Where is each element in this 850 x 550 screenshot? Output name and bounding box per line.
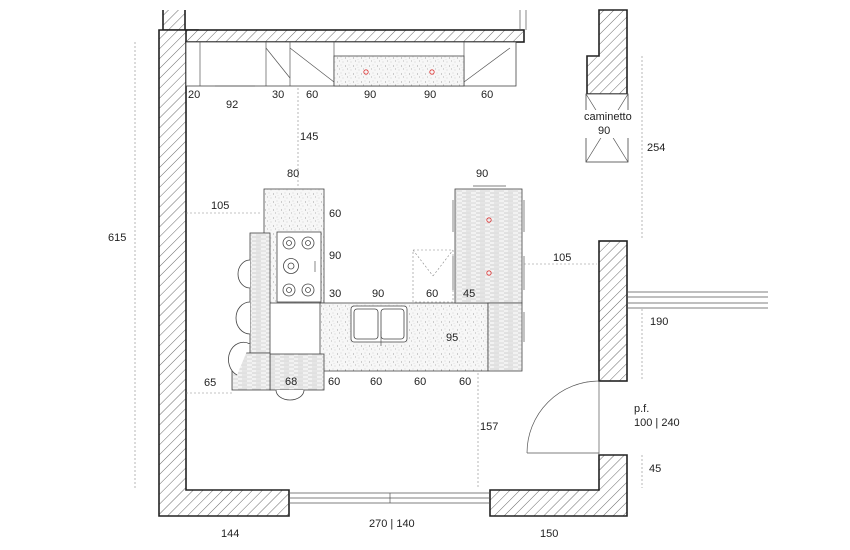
- dim-island-80: 80: [287, 168, 299, 180]
- dim-top-90a: 90: [364, 89, 376, 101]
- chimney-wall: [586, 9, 628, 95]
- bottom-window: [289, 492, 490, 504]
- dim-bottom-144: 144: [221, 528, 239, 540]
- dim-right-105: 105: [553, 252, 571, 264]
- dim-hob-90: 90: [329, 250, 341, 262]
- dim-right-45: 45: [649, 463, 661, 475]
- kitchen-island: [228, 185, 525, 401]
- dimension-labels: 20 92 30 60 90 90 60 145 80 105 60 90 30…: [108, 89, 680, 540]
- dim-top-60b: 60: [481, 89, 493, 101]
- dim-top-20: 20: [188, 89, 200, 101]
- dim-mid-45: 45: [463, 288, 475, 300]
- dim-top-90b: 90: [424, 89, 436, 101]
- dim-tall-90: 90: [476, 168, 488, 180]
- wall-top-stub: [162, 10, 186, 31]
- wall-bottom-right: [489, 454, 628, 517]
- dimension-guides: [134, 42, 643, 488]
- dim-sink-90: 90: [372, 288, 384, 300]
- dim-left-105: 105: [211, 200, 229, 212]
- fireplace: [583, 93, 631, 163]
- dim-height-615: 615: [108, 232, 126, 244]
- dim-top-60a: 60: [306, 89, 318, 101]
- dim-clear-157: 157: [480, 421, 498, 433]
- dim-bot-60b: 60: [370, 376, 382, 388]
- dim-bot-60d: 60: [459, 376, 471, 388]
- dim-right-190: 190: [650, 316, 668, 328]
- wall-top: [185, 29, 525, 43]
- dim-bot-60c: 60: [414, 376, 426, 388]
- label-caminetto: caminetto: [584, 111, 632, 123]
- walls: [158, 9, 628, 517]
- dim-depth-95: 95: [446, 332, 458, 344]
- dim-top-30: 30: [272, 89, 284, 101]
- dim-clear-145: 145: [300, 131, 318, 143]
- dim-bot-65: 65: [204, 377, 216, 389]
- hob-burners: [282, 236, 316, 297]
- dim-bot-60a: 60: [328, 376, 340, 388]
- dim-top-92: 92: [226, 99, 238, 111]
- dim-bottom-150: 150: [540, 528, 558, 540]
- dim-bottom-window: 270 | 140: [369, 518, 415, 530]
- dim-hob-30: 30: [329, 288, 341, 300]
- wall-cabinets: [185, 41, 517, 87]
- dim-hob-60: 60: [329, 208, 341, 220]
- dim-caminetto-90: 90: [598, 125, 610, 137]
- dim-bot-68: 68: [285, 376, 297, 388]
- dim-right-254: 254: [647, 142, 665, 154]
- dim-mid-60: 60: [426, 288, 438, 300]
- right-window: [627, 291, 768, 309]
- door: [526, 380, 600, 455]
- label-pf: p.f.: [634, 403, 649, 415]
- dim-pf-size: 100 | 240: [634, 417, 680, 429]
- wall-right-lower: [598, 240, 628, 382]
